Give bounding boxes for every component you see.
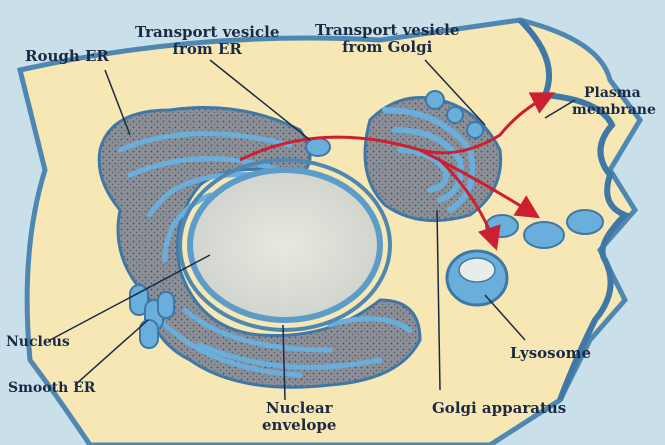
label-lysosome: Lysosome — [510, 345, 591, 362]
label-nuclear-envelope: Nuclear envelope — [262, 400, 336, 434]
label-golgi-apparatus: Golgi apparatus — [432, 400, 566, 417]
lysosome — [447, 251, 507, 305]
label-transport-vesicle-golgi: Transport vesicle from Golgi — [315, 22, 459, 56]
label-smooth-er: Smooth ER — [8, 380, 95, 397]
nucleus — [190, 170, 380, 320]
transport-vesicle-er — [306, 138, 330, 156]
label-nucleus: Nucleus — [6, 334, 70, 351]
label-rough-er: Rough ER — [25, 48, 109, 65]
label-plasma-membrane: Plasma membrane — [572, 85, 656, 119]
label-transport-vesicle-er: Transport vesicle from ER — [135, 24, 279, 58]
